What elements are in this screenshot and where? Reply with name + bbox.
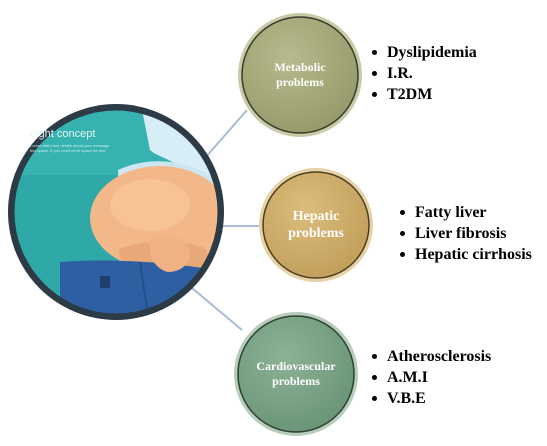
list-item: Liver fibrosis [397, 223, 532, 244]
list-item: Hepatic cirrhosis [397, 244, 532, 265]
list-item: A.M.I [369, 367, 491, 388]
list-cardiovascular: Atherosclerosis A.M.I V.B.E [369, 346, 491, 409]
center-illustration [8, 104, 224, 320]
list-item: Fatty liver [397, 202, 532, 223]
list-item: V.B.E [369, 388, 491, 409]
connector-metabolic [204, 109, 248, 159]
list-hepatic: Fatty liver Liver fibrosis Hepatic cirrh… [397, 202, 532, 265]
list-item: Dyslipidemia [369, 42, 477, 63]
connector-cardiovascular [185, 282, 243, 331]
bubble-hepatic [259, 168, 373, 282]
bubble-cardiovascular [234, 312, 358, 436]
list-item: T2DM [369, 84, 477, 105]
illustration-body-text: Lorem add more details about your messag… [30, 143, 110, 153]
list-item: Atherosclerosis [369, 346, 491, 367]
list-metabolic: Dyslipidemia I.R. T2DM [369, 42, 477, 105]
label-hepatic: Hepatic problems [288, 209, 344, 241]
label-cardiovascular: Cardiovascular problems [256, 359, 336, 388]
connector-lines [185, 109, 262, 331]
bubble-metabolic [238, 13, 362, 137]
illustration-title: eight concept [30, 128, 96, 140]
label-metabolic: Metabolic problems [274, 60, 326, 89]
list-item: I.R. [369, 63, 477, 84]
